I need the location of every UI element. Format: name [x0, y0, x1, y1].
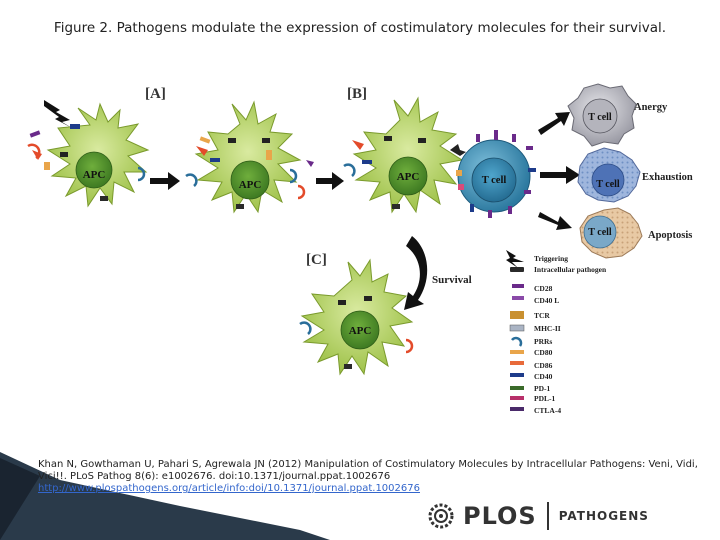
t-cell-apoptosis: T cell — [579, 207, 643, 259]
apc-cell-4: APC — [299, 258, 414, 376]
legend-icon-cd28 — [512, 284, 524, 288]
apc3-receptors — [343, 140, 466, 177]
legend: Triggering Intracellular pathogen CD28 C… — [506, 250, 607, 415]
plos-journal-name: PATHOGENS — [558, 509, 649, 523]
footer-band — [0, 452, 330, 540]
legend-icon-pdl1 — [510, 396, 524, 400]
legend-pdl1: PDL-1 — [534, 394, 555, 403]
legend-cd80: CD80 — [534, 348, 553, 357]
citation-line-2: Vici!!. PLoS Pathog 8(6): e1002676. doi:… — [38, 471, 391, 482]
panel-label-b: [B] — [347, 86, 367, 102]
apc2-receptors — [185, 136, 314, 187]
legend-icon-triggering — [506, 250, 524, 268]
legend-icon-tcr — [510, 311, 524, 319]
t-cell-anergy-label: T cell — [588, 112, 612, 123]
t-cell-label: T cell — [482, 175, 507, 186]
t-cell-exhaustion-label: T cell — [596, 179, 620, 190]
arrow-a1 — [150, 172, 180, 190]
plos-logo: PLOS PATHOGENS — [425, 500, 649, 532]
panel-label-a: [A] — [145, 86, 166, 102]
legend-triggering: Triggering — [534, 254, 568, 263]
t-cell-exhaustion: T cell — [577, 147, 641, 203]
legend-icon-cd86 — [510, 361, 524, 365]
t-cell-main: T cell — [456, 130, 536, 218]
legend-cd28: CD28 — [534, 284, 553, 293]
citation-link[interactable]: http://www.plospathogens.org/article/inf… — [38, 483, 420, 494]
citation: Khan N, Gowthaman U, Pahari S, Agrewala … — [38, 459, 698, 495]
legend-icon-cd40l — [512, 296, 524, 300]
legend-mhc-ii: MHC-II — [534, 324, 561, 333]
legend-pd1: PD-1 — [534, 384, 550, 393]
legend-icon-ctla4 — [510, 407, 524, 411]
legend-intracellular-pathogen: Intracellular pathogen — [534, 265, 607, 274]
arrow-anergy — [538, 112, 570, 135]
t-cell-anergy: T cell — [567, 83, 637, 147]
legend-icon-cd40 — [510, 373, 524, 377]
outcome-exhaustion: Exhaustion — [642, 172, 693, 183]
legend-icon-cd80 — [510, 350, 524, 354]
apc-label-3: APC — [397, 171, 420, 183]
plos-wordmark: PLOS — [463, 502, 537, 530]
legend-icon-prrs — [511, 336, 523, 347]
t-cell-apoptosis-label: T cell — [588, 227, 612, 238]
legend-cd86: CD86 — [534, 361, 553, 370]
outcome-anergy: Anergy — [634, 102, 668, 113]
legend-icon-pd1 — [510, 386, 524, 390]
apc-label-4: APC — [349, 325, 372, 337]
legend-ctla4: CTLA-4 — [534, 406, 561, 415]
apc-cell-1: APC — [46, 102, 150, 208]
apc-cell-2: APC — [194, 100, 306, 214]
apc-label-1: APC — [83, 169, 106, 181]
arrow-a2 — [316, 172, 344, 190]
arrow-survival — [404, 236, 428, 310]
legend-icon-mhc — [509, 324, 525, 332]
legend-prrs: PRRs — [534, 337, 552, 346]
outcome-survival: Survival — [432, 274, 472, 286]
footer-band-shadow — [0, 458, 40, 540]
figure-title: Figure 2. Pathogens modulate the express… — [53, 20, 667, 36]
triggering-bolt-icon — [44, 100, 72, 128]
arrow-apoptosis — [538, 212, 572, 230]
plos-gear-icon — [428, 503, 454, 529]
panel-label-c: [C] — [306, 252, 327, 268]
arrow-exhaustion — [540, 166, 580, 184]
legend-icon-pathogen — [510, 267, 524, 272]
citation-line-1: Khan N, Gowthaman U, Pahari S, Agrewala … — [38, 459, 698, 470]
apc-cell-3: APC — [352, 96, 464, 214]
legend-cd40: CD40 — [534, 372, 553, 381]
apc1-receptors — [27, 130, 50, 170]
legend-cd40l: CD40 L — [534, 296, 559, 305]
apc-label-2: APC — [239, 179, 262, 191]
outcome-apoptosis: Apoptosis — [648, 230, 692, 241]
legend-tcr: TCR — [534, 311, 550, 320]
plos-divider — [546, 502, 549, 530]
